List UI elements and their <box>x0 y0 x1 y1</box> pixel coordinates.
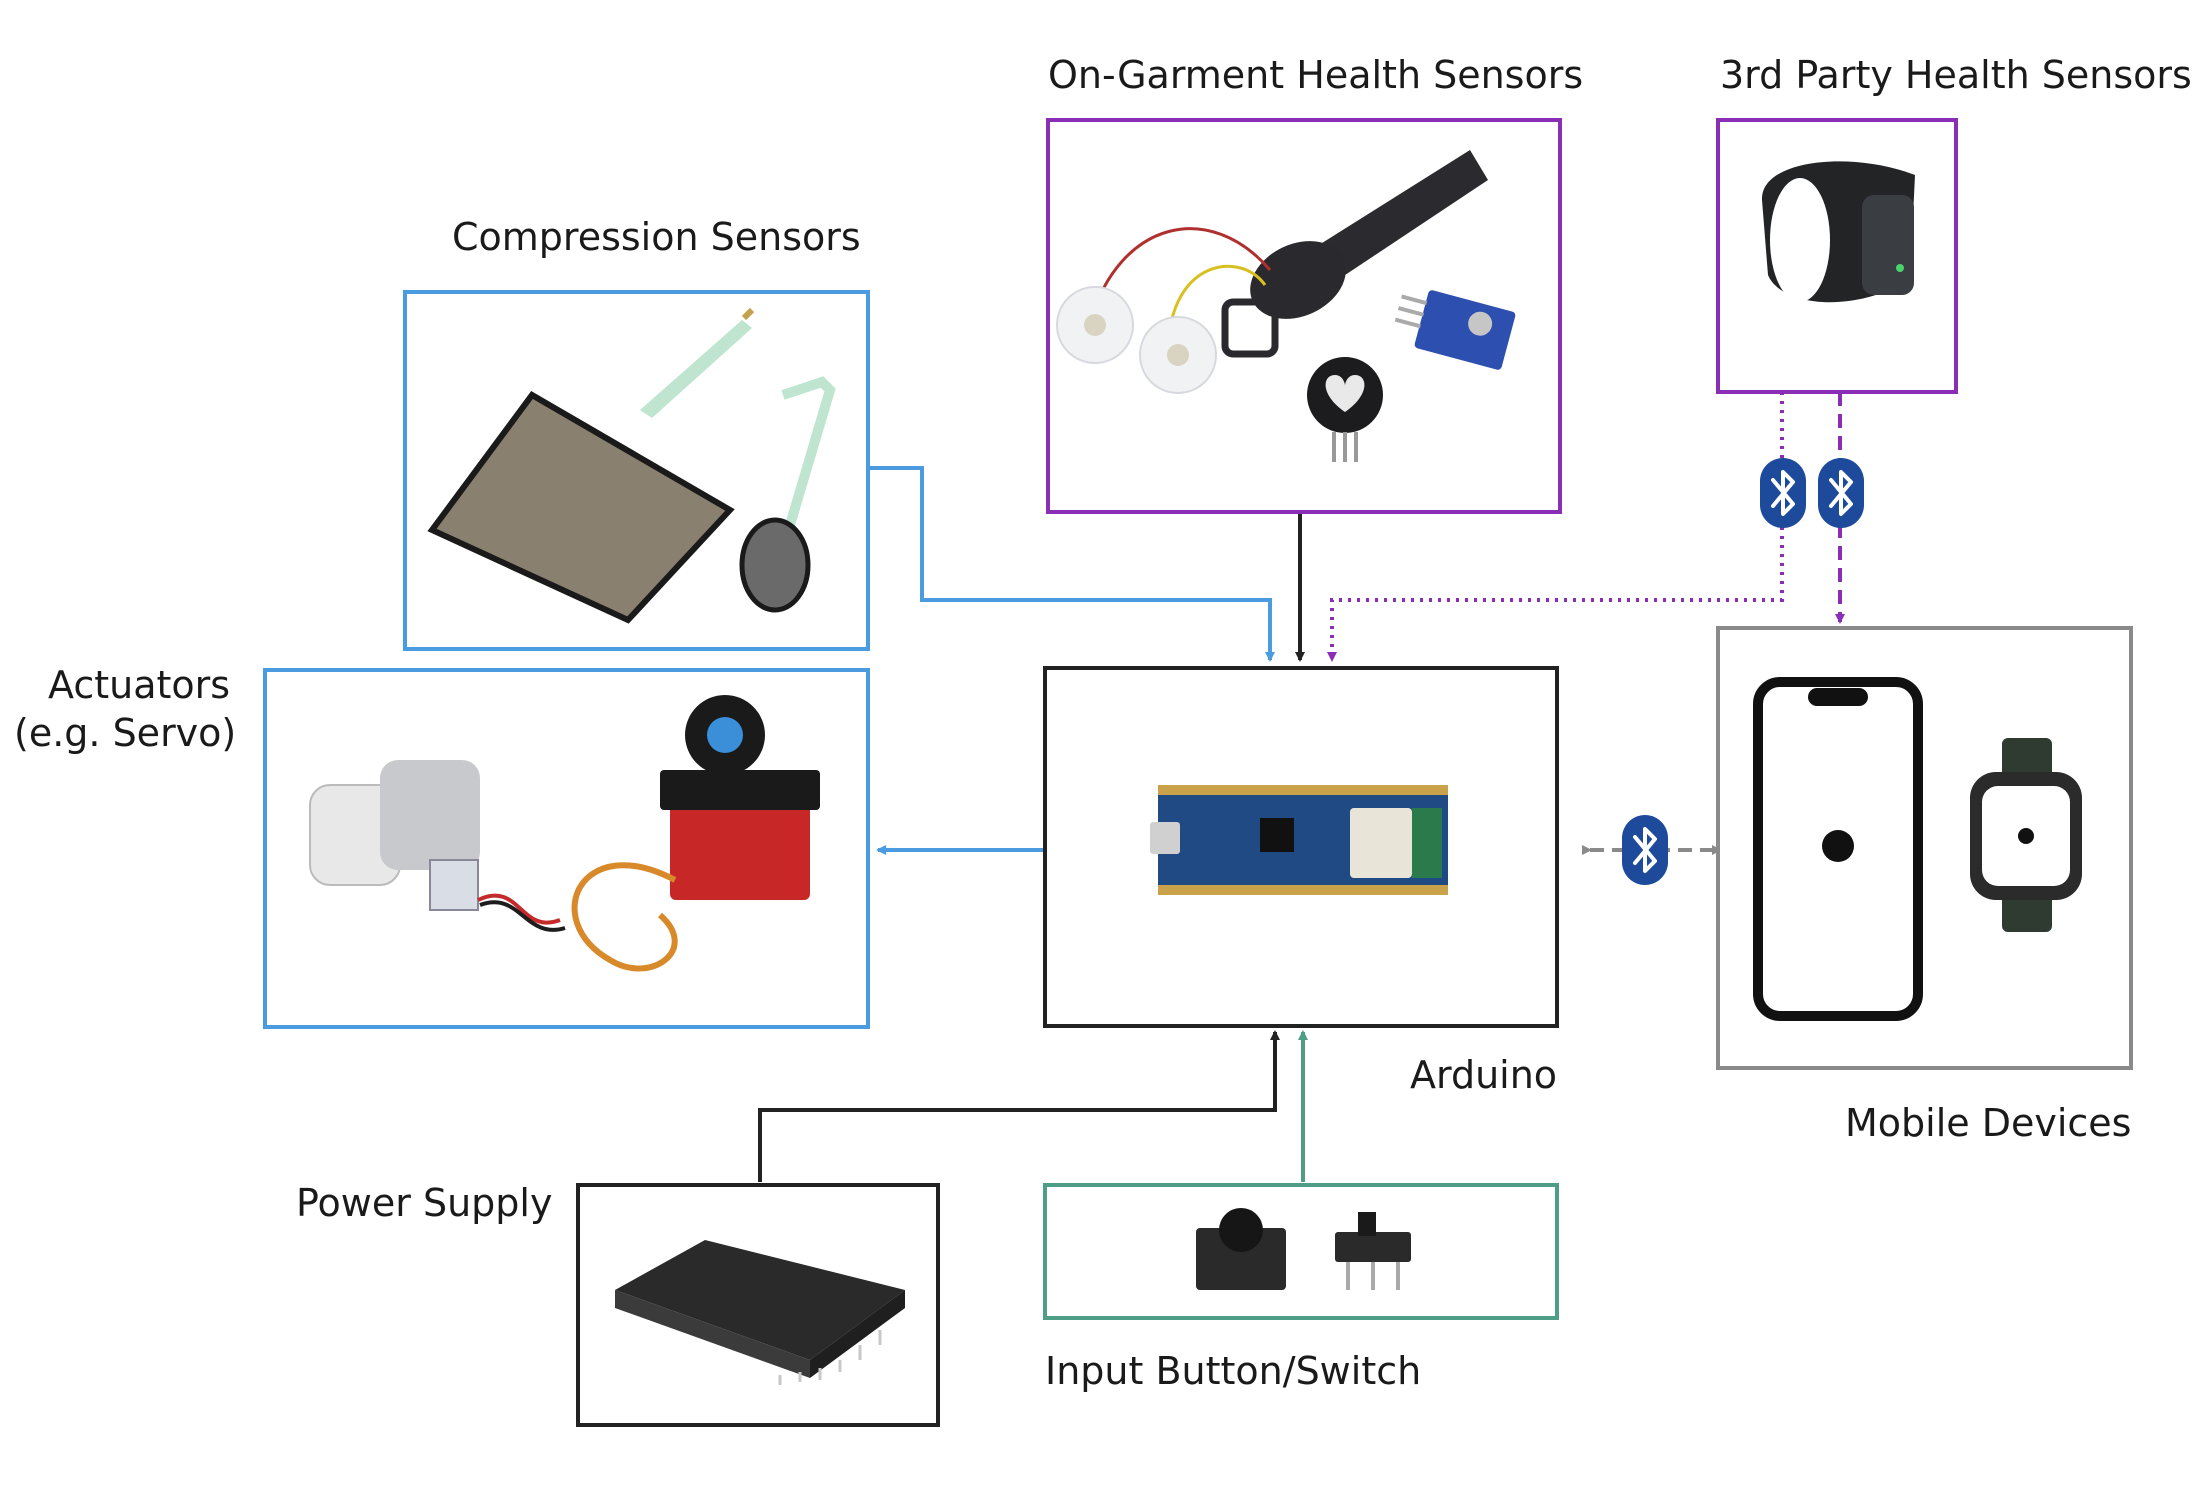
thirdparty-box <box>1716 118 1958 394</box>
power-box <box>576 1183 940 1427</box>
arduino-board-icon <box>1150 785 1448 895</box>
force-sensor-icon <box>427 307 836 624</box>
apple-watch-icon <box>1970 738 2082 932</box>
input-label: Input Button/Switch <box>1045 1349 1421 1393</box>
power-to-arduino-arrow <box>758 1030 1280 1182</box>
servo-motor-icon <box>309 695 820 972</box>
push-button-icon <box>1196 1208 1286 1290</box>
bluetooth-icon <box>1818 458 1864 528</box>
compression-label: Compression Sensors <box>452 215 861 259</box>
actuators-box <box>263 668 870 1029</box>
power-label: Power Supply <box>296 1181 552 1225</box>
mobile-box <box>1716 626 2133 1070</box>
thirdparty-to-arduino-arrow <box>1327 392 1784 662</box>
fitness-band-icon <box>1761 161 1915 303</box>
bluetooth-icon <box>1622 815 1668 885</box>
ongarment-label: On-Garment Health Sensors <box>1048 53 1583 97</box>
arduino-box <box>1043 666 1559 1028</box>
iphone-icon <box>1753 677 1923 1021</box>
actuators-label-line2: (e.g. Servo) <box>14 711 236 755</box>
power-shield-icon <box>615 1240 905 1385</box>
thirdparty-label: 3rd Party Health Sensors <box>1720 53 2192 97</box>
input-box <box>1043 1183 1559 1320</box>
slide-switch-icon <box>1335 1212 1411 1290</box>
actuators-label-line1: Actuators <box>48 663 230 707</box>
compression-box <box>403 290 870 651</box>
bluetooth-icon <box>1760 458 1806 528</box>
arduino-label: Arduino <box>1410 1053 1557 1097</box>
ongarment-box <box>1046 118 1562 514</box>
mobile-label: Mobile Devices <box>1845 1101 2131 1145</box>
compression-to-arduino-arrow <box>868 466 1275 662</box>
